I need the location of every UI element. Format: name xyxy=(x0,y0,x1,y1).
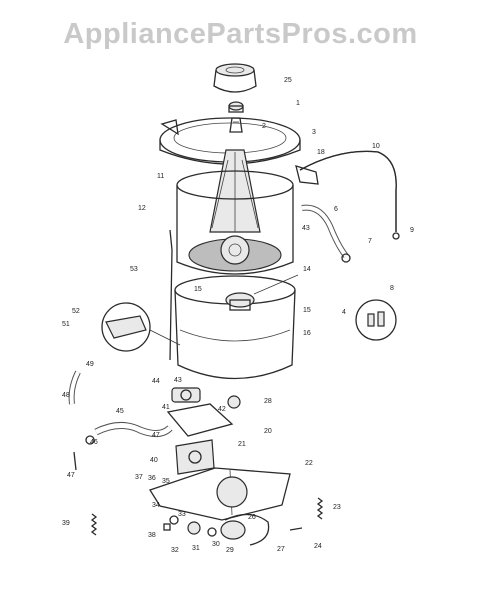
part-nut xyxy=(228,101,244,113)
callout-c21: 21 xyxy=(238,441,246,448)
callout-c48: 48 xyxy=(62,392,70,399)
callout-c43: 43 xyxy=(302,225,310,232)
part-drain-hose-lower xyxy=(73,422,173,471)
part-pump xyxy=(171,387,201,403)
part-spring-right xyxy=(316,497,324,520)
callout-c33: 33 xyxy=(178,511,186,518)
callout-c51: 51 xyxy=(62,321,70,328)
callout-c49: 49 xyxy=(86,361,94,368)
part-hose-clamp xyxy=(295,165,400,263)
callout-c34: 34 xyxy=(152,502,160,509)
callout-c38: 38 xyxy=(148,532,156,539)
part-drain-hose-upper xyxy=(301,204,349,258)
callout-c22: 22 xyxy=(305,460,313,467)
part-drive-hub xyxy=(225,274,299,311)
callout-c10: 10 xyxy=(372,143,380,150)
callout-c35: 35 xyxy=(162,478,170,485)
part-agitator-cap xyxy=(213,63,257,93)
part-spin-basket xyxy=(176,170,294,275)
part-outer-tub xyxy=(174,275,296,380)
callout-c8: 8 xyxy=(390,285,394,292)
part-coupler xyxy=(229,117,243,133)
part-small-hardware xyxy=(163,515,217,537)
part-bracket-detail xyxy=(101,302,181,352)
part-drain-elbow xyxy=(68,370,81,405)
callout-c15a: 15 xyxy=(194,286,202,293)
callout-c20: 20 xyxy=(264,428,272,435)
callout-c18: 18 xyxy=(317,149,325,156)
part-fill-hose xyxy=(299,150,397,232)
callout-c3: 3 xyxy=(312,129,316,136)
part-spring-left xyxy=(90,513,98,536)
callout-c37: 37 xyxy=(135,474,143,481)
part-drive-belt xyxy=(220,513,270,546)
callout-c32: 32 xyxy=(171,547,179,554)
callout-c9: 9 xyxy=(410,227,414,234)
callout-c15b: 15 xyxy=(303,307,311,314)
callout-c40: 40 xyxy=(150,457,158,464)
part-gearcase xyxy=(175,439,215,475)
callout-c42: 42 xyxy=(218,406,226,413)
callout-c31: 31 xyxy=(192,545,200,552)
callout-c29: 29 xyxy=(226,547,234,554)
callout-c47: 47 xyxy=(152,432,160,439)
callout-c11: 11 xyxy=(157,173,164,180)
callout-c28: 28 xyxy=(264,398,272,405)
callout-c39: 39 xyxy=(62,520,70,527)
callout-c45: 45 xyxy=(116,408,124,415)
callout-c52: 52 xyxy=(72,308,80,315)
callout-c23: 23 xyxy=(333,504,341,511)
callout-c30: 30 xyxy=(212,541,220,548)
callout-c26: 26 xyxy=(248,514,256,521)
callout-c12: 12 xyxy=(138,205,146,212)
callout-c43b: 43 xyxy=(174,377,182,384)
callout-c1: 1 xyxy=(296,100,300,107)
part-valve-detail xyxy=(355,299,397,341)
callout-c25: 25 xyxy=(284,77,292,84)
part-clip xyxy=(289,527,303,531)
callout-c44: 44 xyxy=(152,378,160,385)
callout-c7: 7 xyxy=(368,238,372,245)
callout-c6: 6 xyxy=(334,206,338,213)
callout-c53: 53 xyxy=(130,266,138,273)
callout-c27: 27 xyxy=(277,546,285,553)
callout-c4: 4 xyxy=(342,309,346,316)
callout-c36: 36 xyxy=(148,475,156,482)
callout-c2: 2 xyxy=(262,123,266,130)
callout-c24: 24 xyxy=(314,543,322,550)
part-base-frame xyxy=(149,467,291,521)
callout-c16: 16 xyxy=(303,330,311,337)
callout-c41: 41 xyxy=(162,404,170,411)
part-mount-plate xyxy=(166,395,241,437)
callout-c14: 14 xyxy=(303,266,311,273)
callout-c47b: 47 xyxy=(67,472,75,479)
watermark-text: AppliancePartsPros.com xyxy=(63,18,418,50)
callout-c46: 46 xyxy=(90,439,98,446)
part-suspension-rod xyxy=(169,229,173,361)
